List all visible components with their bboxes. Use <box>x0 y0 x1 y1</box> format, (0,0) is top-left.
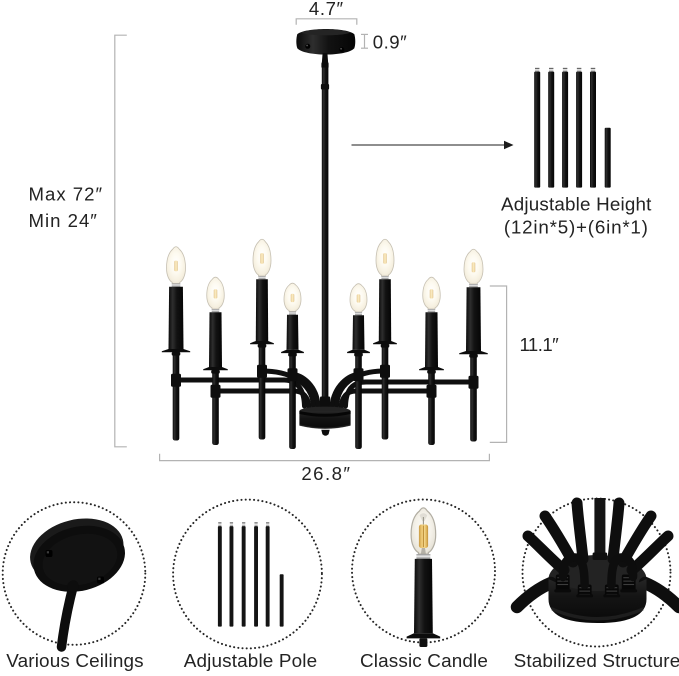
svg-text:Max 72″: Max 72″ <box>29 183 104 204</box>
svg-text:Adjustable Height: Adjustable Height <box>501 194 652 215</box>
svg-text:4.7″: 4.7″ <box>309 0 344 19</box>
svg-text:(12in*5)+(6in*1): (12in*5)+(6in*1) <box>504 216 649 237</box>
svg-text:Various Ceilings: Various Ceilings <box>6 651 144 672</box>
svg-text:Adjustable Pole: Adjustable Pole <box>184 651 318 672</box>
svg-text:Min 24″: Min 24″ <box>29 210 98 231</box>
svg-text:0.9″: 0.9″ <box>373 31 407 52</box>
svg-text:26.8″: 26.8″ <box>301 463 351 484</box>
svg-text:Classic Candle: Classic Candle <box>360 651 488 672</box>
svg-text:Stabilized Structure: Stabilized Structure <box>514 651 679 672</box>
svg-text:11.1″: 11.1″ <box>520 334 560 355</box>
